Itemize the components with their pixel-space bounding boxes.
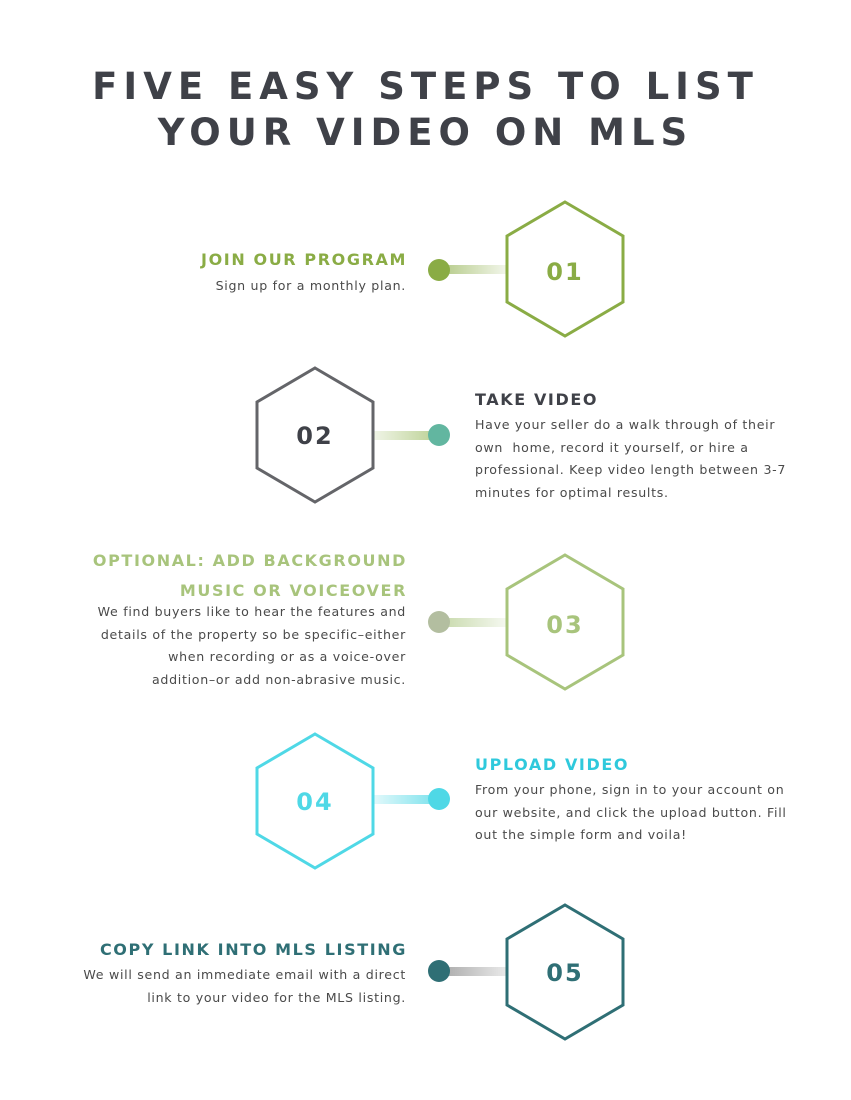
step-3-description-line: when recording or as a voice-over [168,649,406,664]
step-2-description-line: own home, record it yourself, or hire a [475,439,749,455]
step-5-description-line: link to your video for the MLS listing. [147,989,406,1005]
step-2-hexagon [255,366,375,504]
step-4-hexagon [255,732,375,870]
step-5-connector [446,967,508,976]
step-5-description-line: We will send an immediate email with a d… [83,967,406,982]
step-5-number: 05 [546,959,583,987]
step-3-description-line: details of the property so be specific–e… [100,626,406,642]
step-3-title-line: MUSIC OR VOICEOVER [179,581,407,600]
step-2-description: Have your seller do a walk through of th… [475,414,845,504]
step-3-title-line: OPTIONAL: ADD BACKGROUND [92,551,407,570]
step-2-description-line: Have your seller do a walk through of th… [475,417,776,432]
step-4-description: From your phone, sign in to your account… [475,779,845,847]
step-4-description-line: our website, and click the upload button… [475,804,787,820]
step-5-dot [428,960,450,982]
step-4-connector [372,795,432,804]
page-title: FIVE EASY STEPS TO LIST YOUR VIDEO ON ML… [0,64,851,156]
page-title-line-2: YOUR VIDEO ON MLS [157,111,694,154]
step-4-dot [428,788,450,810]
step-1-dot [428,259,450,281]
step-3-number: 03 [546,611,583,639]
step-3-description: We find buyers like to hear the features… [6,601,406,691]
step-1-hexagon [505,200,625,338]
step-4-number: 04 [296,788,333,816]
step-1-number: 01 [546,258,583,286]
step-2-description-line: professional. Keep video length between … [475,462,787,477]
step-3-hexagon [505,553,625,691]
step-2-connector [372,431,432,440]
step-1-description: Sign up for a monthly plan. [6,275,406,298]
step-1-description-line: Sign up for a monthly plan. [215,278,406,293]
step-3-title: OPTIONAL: ADD BACKGROUND MUSIC OR VOICEO… [93,546,407,606]
step-2-description-line: minutes for optimal results. [475,484,669,500]
step-3-dot [428,611,450,633]
step-4-description-line: From your phone, sign in to your account… [475,782,785,797]
step-4-title: UPLOAD VIDEO [475,755,630,774]
step-1-connector [446,265,508,274]
step-5-description: We will send an immediate email with a d… [6,964,406,1009]
step-3-connector [446,618,508,627]
page-title-line-1: FIVE EASY STEPS TO LIST [92,65,759,108]
step-2-dot [428,424,450,446]
step-1-title: JOIN OUR PROGRAM [201,250,407,269]
step-3-description-line: We find buyers like to hear the features… [97,604,406,619]
step-5-hexagon [505,903,625,1041]
step-2-number: 02 [296,422,333,450]
step-4-description-line: out the simple form and voila! [475,827,687,842]
step-2-title: TAKE VIDEO [475,390,599,409]
step-3-description-line: addition–or add non-abrasive music. [151,671,406,687]
step-5-title: COPY LINK INTO MLS LISTING [99,940,407,959]
